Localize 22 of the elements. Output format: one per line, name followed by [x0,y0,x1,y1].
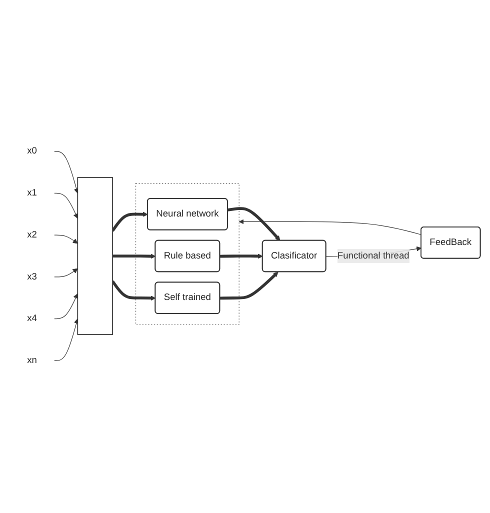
node-text: xn [27,356,37,366]
arrow [54,193,78,220]
node-text: x2 [27,230,37,240]
node-text: x4 [27,314,37,324]
cluster [136,184,240,326]
arrow [54,152,79,194]
arrow [111,280,156,302]
node-text: x3 [27,272,37,282]
arrow [54,294,78,320]
edge-label: Functional thread [337,251,410,262]
arrow [220,254,263,260]
node-text: x0 [27,146,37,156]
arrow [54,235,78,244]
arrow [54,319,79,362]
node-text: x1 [27,188,37,198]
arrow [238,220,422,236]
arrow [228,208,280,242]
arrow [112,254,156,260]
node-bar [77,178,113,336]
arrow [54,268,78,278]
arrow [111,212,148,232]
arrow [220,272,278,300]
